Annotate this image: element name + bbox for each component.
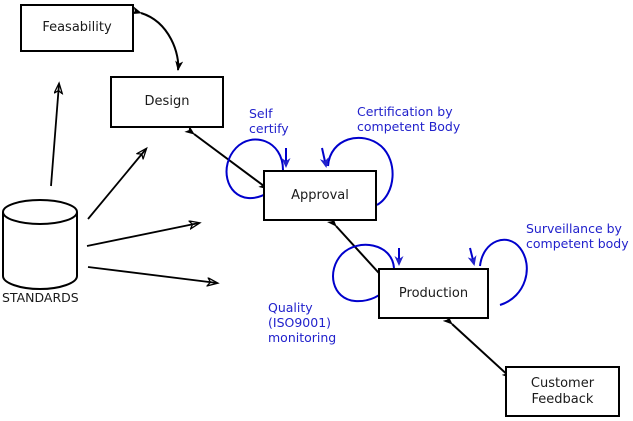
node-feasability-label: Feasability — [42, 20, 112, 35]
edge-production-customer-feedback — [442, 314, 512, 379]
annotation-certification-by-competent-body: Certification by competent Body — [357, 104, 461, 134]
node-design-label: Design — [144, 94, 190, 109]
edge-feasability-design — [131, 6, 184, 71]
node-customer-feedback[interactable]: Customer Feedback — [505, 366, 620, 417]
standards-datastore-label: STANDARDS — [2, 290, 79, 305]
node-feasability[interactable]: Feasability — [20, 4, 134, 52]
node-approval-label: Approval — [291, 187, 349, 203]
edge-standards-production — [87, 266, 217, 283]
standards-cylinder-shape — [2, 199, 78, 291]
edge-standards-approval — [86, 223, 199, 247]
node-approval[interactable]: Approval — [263, 170, 377, 221]
edge-standards-feasability — [50, 84, 59, 187]
node-customer-feedback-label: Customer Feedback — [530, 375, 595, 407]
node-production-label: Production — [398, 285, 469, 301]
node-design[interactable]: Design — [110, 76, 224, 128]
node-production[interactable]: Production — [378, 268, 489, 319]
edge-production-self-loop-left — [332, 243, 404, 303]
edge-production-self-loop-right — [467, 238, 528, 306]
annotation-surveillance-by-competent-body: Surveillance by competent body — [526, 221, 629, 251]
annotation-self-certify: Self certify — [249, 106, 289, 136]
edge-standards-design — [87, 149, 146, 220]
edge-approval-self-loop-right — [319, 136, 394, 206]
annotation-quality-iso9001-monitoring: Quality (ISO9001) monitoring — [268, 300, 337, 345]
edge-design-approval — [184, 125, 269, 190]
